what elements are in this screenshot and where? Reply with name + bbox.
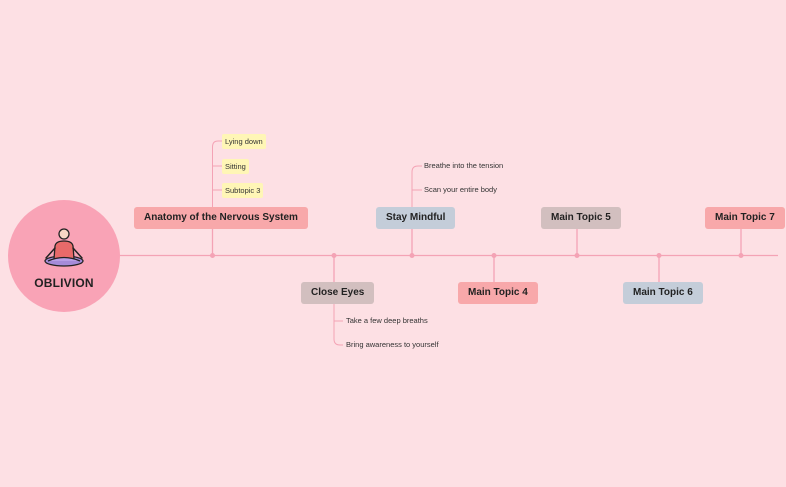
central-topic[interactable]: OBLIVION (8, 200, 120, 312)
subtopic-breathe-into-the-tension[interactable]: Breathe into the tension (424, 161, 504, 170)
subtopic-lying-down[interactable]: Lying down (222, 134, 266, 149)
subtopic-bring-awareness-to-yourself[interactable]: Bring awareness to yourself (346, 340, 439, 349)
topic-main-topic-4[interactable]: Main Topic 4 (458, 282, 538, 304)
timeline-node-3 (409, 253, 415, 258)
timeline-node-4 (491, 253, 497, 258)
branch-topic-3 (411, 165, 422, 207)
subtopic-3[interactable]: Subtopic 3 (222, 183, 264, 198)
branch-topic-2 (333, 304, 343, 346)
timeline-node-5 (574, 253, 580, 258)
topic-main-topic-5[interactable]: Main Topic 5 (541, 207, 621, 229)
timeline-node-6 (656, 253, 662, 258)
branch-topic-1 (212, 140, 222, 207)
central-topic-label: OBLIVION (34, 276, 94, 290)
timeline-node-2 (331, 253, 337, 258)
topic-anatomy-of-the-nervous-system[interactable]: Anatomy of the Nervous System (134, 207, 308, 229)
topic-main-topic-7[interactable]: Main Topic 7 (705, 207, 785, 229)
timeline-node-1 (210, 253, 215, 258)
topic-main-topic-6[interactable]: Main Topic 6 (623, 282, 703, 304)
topic-close-eyes[interactable]: Close Eyes (301, 282, 375, 304)
subtopic-scan-your-entire-body[interactable]: Scan your entire body (424, 185, 497, 194)
topic-stay-mindful[interactable]: Stay Mindful (376, 207, 456, 229)
timeline-node-7 (738, 253, 744, 258)
meditation-person-icon (44, 228, 84, 267)
subtopic-sitting[interactable]: Sitting (222, 159, 249, 174)
subtopic-take-a-few-deep-breaths[interactable]: Take a few deep breaths (346, 316, 428, 325)
